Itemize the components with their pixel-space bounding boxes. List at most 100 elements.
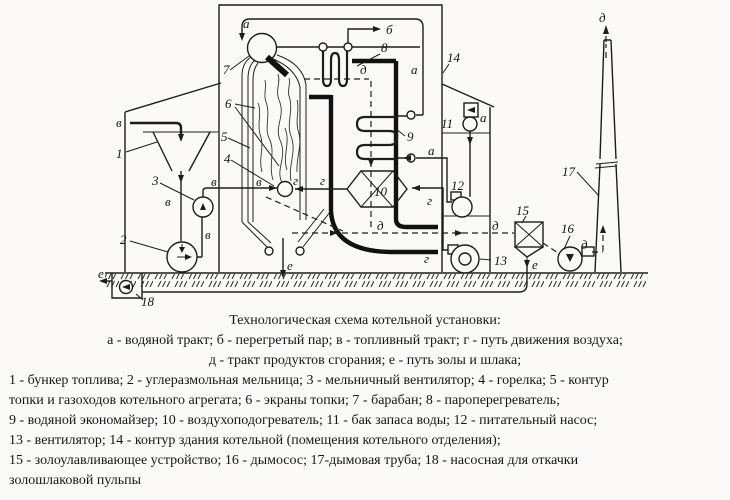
label-bunker: 1 [116,146,123,161]
caption-line: золошлаковой пульпы [9,473,141,488]
flue-gas-path [265,78,606,256]
main-hall-walls [218,4,443,272]
steam-out-line [347,28,373,43]
superheater-coil [321,51,349,88]
flame-line [296,99,301,173]
water-label: а [480,110,487,125]
label-air-heater: 10 [374,184,388,199]
ash-pump-station [99,273,144,301]
gas-right-arrow [330,230,338,236]
label-economizer: 9 [407,129,414,144]
ground-hatch [105,274,648,287]
caption-line: д - тракт продуктов сгорания; е - путь з… [208,353,522,368]
chimney [576,25,622,273]
economizer-coil [355,115,399,161]
gas-dash-to-exhauster [542,242,562,256]
boiler-plant-diagram: а а а а б в в в в в г г г г д д д д д е … [98,4,648,309]
fuel-label: в [165,194,171,209]
label-mill-fan: 3 [151,173,159,188]
ash-collector-body [514,221,544,248]
caption-line: 1 - бункер топлива; 2 - углеразмольная м… [9,373,609,388]
label-4-leader [230,159,275,187]
water-pipe [241,18,424,117]
gas-down-arrow [368,159,374,167]
steam-label: б [386,22,393,37]
component-number-labels: 1 2 3 4 5 6 7 8 9 10 11 12 13 14 15 16 1… [116,40,576,309]
caption-title: Технологическая схема котельной установк… [229,313,501,328]
fuel-air-line [202,187,277,197]
fan [447,244,492,274]
ash-label: е [532,257,538,272]
fuel-label: в [116,115,122,130]
furnace [227,54,331,256]
flue-gas-label: д [599,10,606,25]
air-into-heater-arrow [412,185,420,191]
feed-pump [450,191,473,218]
bunker-hopper [152,131,211,172]
flame-line [287,77,294,182]
ash-collector-cross [514,221,544,248]
feed-arrow [403,155,411,161]
ash-collector [514,215,544,268]
mill-fan-arrow [200,203,206,210]
boiler-drum [229,32,290,78]
mill-in-arrow [179,247,185,253]
flow-letter-labels: а а а а б в в в в в г г г г д д д д д е … [98,10,606,281]
duct-right-wall [352,58,438,230]
gas-dash-diagonal [265,196,344,232]
chimney-lower [594,163,622,273]
fuel-inlet-pipe [130,121,183,139]
water-label: а [411,62,418,77]
label-18-leader [135,293,144,301]
ash-channel [142,261,528,293]
label-furnace-contour: 5 [221,129,228,144]
feed-line [397,157,452,203]
feed-pump-body [451,196,473,218]
ash-out-arrow [99,278,107,284]
valve-circle [318,42,328,52]
superheater [276,26,420,88]
smoke-exhauster [557,235,595,272]
label-drum: 7 [223,62,230,77]
ash-down-arrow [524,260,530,268]
mill-fan [159,182,277,218]
ash-label: е [287,258,293,273]
label-burner: 4 [224,151,231,166]
tank-body [462,116,478,132]
air-duct [412,187,448,251]
flame-line [277,73,284,184]
hopper-right-slope [297,208,331,248]
mill-riser [197,217,203,258]
exhauster-outlet [581,246,595,257]
gas-right-arrow2 [455,230,463,236]
air-heater [346,170,408,208]
label-17-leader [576,171,600,197]
hopper-left-slope [241,221,272,248]
label-water-tank: 11 [441,116,453,131]
label-7-leader [229,55,250,71]
ash-collector-funnel [514,246,544,258]
air-path [295,185,448,251]
mill-out-arrow [185,254,192,260]
fan-hub [458,252,472,266]
label-superheater: 8 [381,40,388,55]
flame [257,73,301,184]
caption-line: 13 - вентилятор; 14 - контур здания коте… [9,433,501,448]
exhauster-arrow [566,254,574,262]
left-annex [124,82,222,272]
tank-inlet-arrow [467,107,475,113]
label-13-leader [479,258,492,261]
label-15-leader [521,215,527,224]
gas-up-arrow [600,225,606,233]
screen-left-1 [247,59,256,222]
label-feed-pump: 12 [451,178,465,193]
valve-circle [343,42,353,52]
label-mill: 2 [120,232,127,247]
label-9-leader [395,128,406,137]
caption-line: 9 - водяной экономайзер; 10 - воздухопод… [9,413,598,428]
air-label: г [427,193,432,208]
air-label: г [320,173,325,188]
chimney-upper [599,39,617,160]
ash-path [280,238,286,278]
screen-right-2 [276,54,307,220]
